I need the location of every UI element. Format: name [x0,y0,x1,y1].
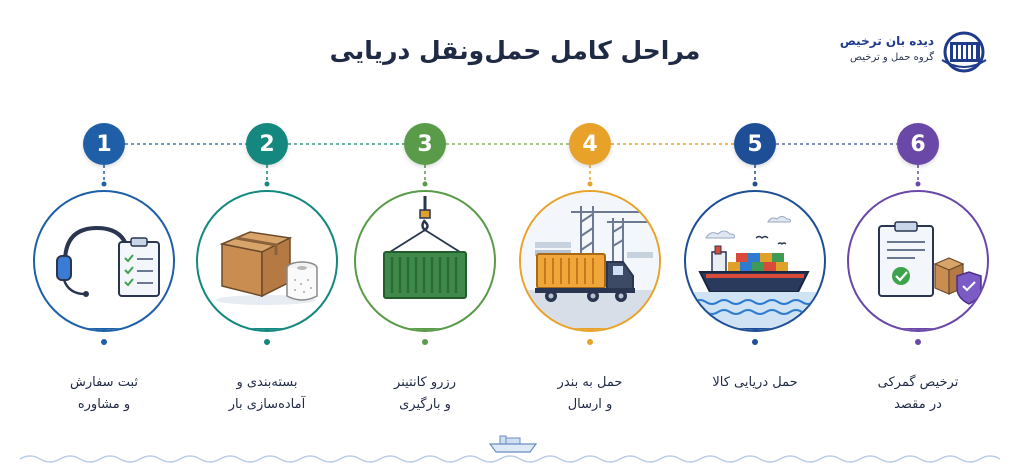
step-4-label-line2: و ارسال [567,397,613,412]
step-4-illustration [519,190,661,332]
step-6-label: ترخیص گمرکی در مقصد [843,372,993,416]
step-3-illustration [354,190,496,332]
headset-checklist-icon [56,225,160,297]
step-1-label-line1: ثبت سفارش [69,375,138,390]
cargo-ship-icon [686,216,824,330]
step-2-illustration [196,190,338,332]
step-5-illustration [684,190,826,332]
step-6-label-line2: در مقصد [894,397,942,412]
customs-clearance-icon [878,221,982,305]
connector-lines [103,143,919,184]
footer-ship-icon [488,435,538,453]
logo-name: دیده بان ترخیص [839,34,934,48]
step-3-label-line2: و بارگیری [399,397,451,412]
logo-subtitle: گروه حمل و ترخیص [850,52,934,63]
boxes-icon [216,231,318,305]
truck-port-icon [521,192,659,330]
step-5-number-badge: 5 [734,123,776,165]
page-title: مراحل کامل حمل‌ونقل دریایی [329,36,701,65]
step-6-label-line1: ترخیص گمرکی [877,375,959,390]
step-3-number-badge: 3 [404,123,446,165]
step-1-label: ثبت سفارش و مشاوره [29,372,179,416]
footer-waves [20,455,1001,463]
step-5-label: حمل دریایی کالا [680,372,830,394]
step-4-label-line1: حمل به بندر [557,375,623,390]
step-1-number-badge: 1 [83,123,125,165]
step-2-label-line2: آماده‌سازی بار [228,397,306,412]
step-4-label: حمل به بندر و ارسال [515,372,665,416]
step-4-number-badge: 4 [569,123,611,165]
step-6-number-badge: 6 [897,123,939,165]
step-1-illustration [33,190,175,332]
step-2-number-badge: 2 [246,123,288,165]
step-1-label-line2: و مشاوره [77,397,131,412]
step-2-label: بسته‌بندی و آماده‌سازی بار [192,372,342,416]
step-3-label: رزرو کانتینر و بارگیری [350,372,500,416]
step-2-label-line1: بسته‌بندی و [236,375,298,390]
step-5-label-line1: حمل دریایی کالا [712,375,798,390]
container-hook-icon [383,196,467,299]
step-6-illustration [847,190,989,332]
step-3-label-line1: رزرو کانتینر [394,375,456,390]
brand-logo: دیده بان ترخیص گروه حمل و ترخیص [839,30,992,74]
logo-mark-icon [941,31,987,73]
